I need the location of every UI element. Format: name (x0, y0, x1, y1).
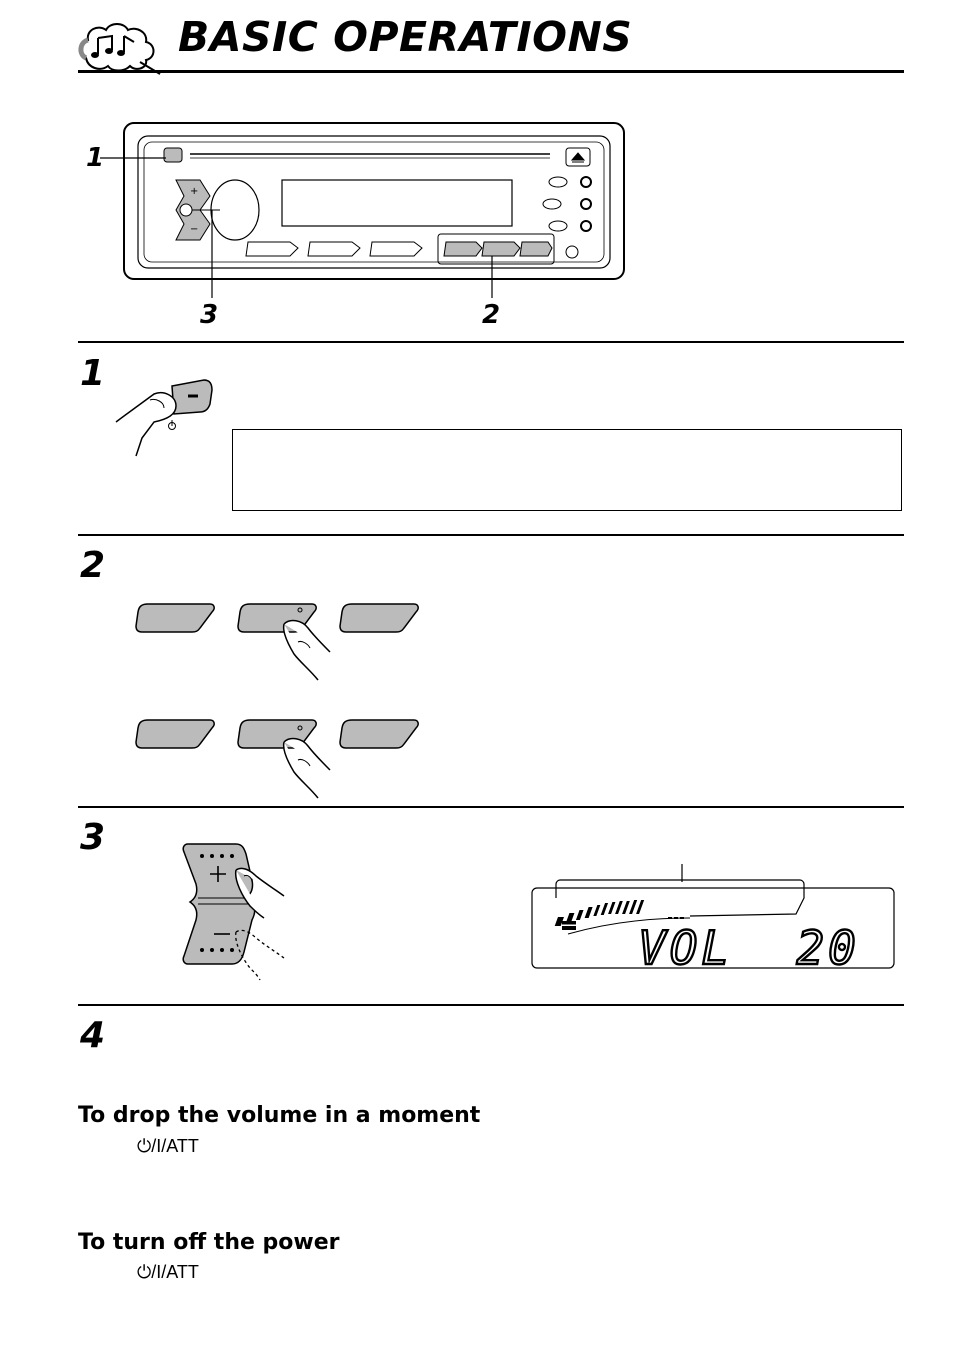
callout-1: 1 (86, 143, 105, 173)
tip-power-off-button-label: ⏻/I/ATT (137, 1262, 199, 1282)
step-2-rule (78, 534, 904, 536)
source-buttons-diagram-top (135, 603, 419, 681)
source-buttons-diagram-bottom (135, 719, 419, 799)
step-1-rule (78, 341, 904, 343)
step-4-rule (78, 1004, 904, 1006)
tip-drop-volume-heading: To drop the volume in a moment (78, 1103, 481, 1128)
step-3-number: 3 (80, 817, 106, 858)
step-1-number: 1 (80, 353, 106, 394)
callout-2: 2 (482, 300, 501, 330)
volume-readout: VOL 20 (638, 921, 860, 975)
page-title: BASIC OPERATIONS (178, 13, 633, 61)
stereo-panel-diagram: + − (100, 122, 625, 298)
tip-power-off-heading: To turn off the power (78, 1230, 340, 1255)
tip-drop-volume-button-label: ⏻/I/ATT (137, 1136, 199, 1156)
volume-display-diagram: VOL 20 (531, 864, 895, 976)
svg-text:−: − (190, 224, 198, 235)
note-box (232, 429, 902, 511)
step-3-rule (78, 806, 904, 808)
header-rule (78, 70, 904, 73)
finger-press-power-icon (115, 379, 213, 457)
step-2-number: 2 (80, 545, 106, 586)
volume-control-diagram (182, 843, 285, 981)
step-4-number: 4 (80, 1015, 106, 1056)
callout-3: 3 (200, 300, 219, 330)
music-notes-icon (78, 23, 161, 75)
svg-text:+: + (190, 186, 198, 197)
